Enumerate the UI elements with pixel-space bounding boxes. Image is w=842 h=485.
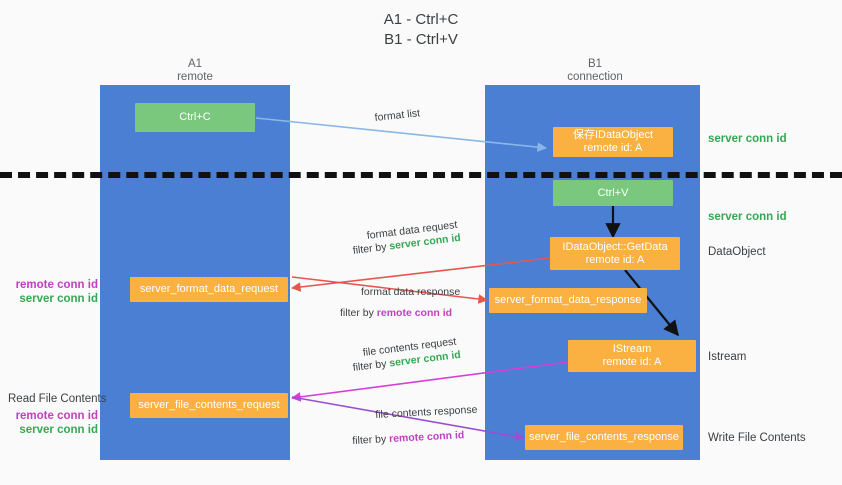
right-label-server-conn-id-top: server conn id — [708, 133, 787, 145]
edge-label-format-data-response-filter: filter by remote conn id — [340, 306, 452, 320]
title-line-2: B1 - Ctrl+V — [384, 31, 458, 48]
arrow-format-data-request — [291, 257, 551, 292]
node-ctrl-c[interactable]: Ctrl+C — [135, 103, 255, 132]
node-getdata-line2: remote id: A — [585, 253, 645, 266]
node-save-idataobject-line2: remote id: A — [583, 142, 643, 154]
left-label-read-file-contents: Read File Contents — [8, 393, 107, 405]
node-save-idataobject-line1: 保存IDataObject — [572, 129, 654, 141]
arrow-file-contents-response — [291, 396, 525, 442]
arrow-format-data-response — [291, 276, 488, 304]
node-server-file-contents-response-label: server_file_contents_response — [529, 431, 679, 443]
filter-prefix-2: filter by — [340, 307, 377, 319]
lane-a1-name: A1 — [187, 58, 203, 70]
left-label-group-format: remote conn id server conn id — [8, 278, 98, 306]
node-server-file-contents-request-label: server_file_contents_request — [138, 399, 280, 411]
edge-label-format-data-response: format data response — [361, 286, 461, 298]
node-server-format-data-response[interactable]: server_format_data_response — [489, 288, 647, 313]
lane-header-b1: B1 connection — [520, 58, 670, 84]
node-ctrl-v[interactable]: Ctrl+V — [553, 180, 673, 206]
left-label-server-conn-id-2: server conn id — [19, 424, 98, 436]
right-label-istream: Istream — [708, 351, 747, 363]
node-server-file-contents-response[interactable]: server_file_contents_response — [525, 425, 683, 450]
lane-b1-role: connection — [567, 71, 623, 83]
phase-divider — [0, 172, 842, 178]
node-server-file-contents-request[interactable]: server_file_contents_request — [130, 393, 288, 418]
lane-b1-name: B1 — [587, 58, 603, 70]
right-label-server-conn-id-mid: server conn id — [708, 211, 787, 223]
filter-value-remote-conn-id-2: remote conn id — [388, 429, 465, 446]
filter-prefix-4: filter by — [352, 433, 390, 447]
node-getdata-line1: IDataObject::GetData — [562, 240, 668, 253]
lane-a1-role: remote — [177, 71, 213, 83]
node-server-format-data-request-label: server_format_data_request — [139, 283, 279, 295]
node-server-format-data-request[interactable]: server_format_data_request — [130, 277, 288, 302]
arrow-getdata-to-istream — [624, 269, 679, 337]
arrow-file-contents-request — [291, 361, 569, 402]
filter-value-remote-conn-id-1: remote conn id — [376, 307, 453, 319]
page-title: A1 - Ctrl+C B1 - Ctrl+V — [0, 10, 842, 50]
node-server-format-data-response-label: server_format_data_response — [494, 294, 642, 306]
left-label-group-file: remote conn id server conn id — [8, 409, 98, 437]
left-label-remote-conn-id-2: remote conn id — [15, 410, 98, 422]
right-label-write-file-contents: Write File Contents — [708, 432, 806, 444]
right-label-dataobject: DataObject — [708, 246, 766, 258]
node-idataobject-getdata[interactable]: IDataObject::GetData remote id: A — [550, 237, 680, 270]
node-istream-line1: IStream — [612, 343, 652, 355]
left-label-remote-conn-id-1: remote conn id — [15, 279, 98, 291]
node-save-idataobject[interactable]: 保存IDataObject remote id: A — [553, 127, 673, 157]
lane-header-a1: A1 remote — [120, 58, 270, 84]
node-istream-line2: remote id: A — [602, 356, 662, 368]
node-ctrl-v-label: Ctrl+V — [597, 186, 629, 199]
left-label-server-conn-id-1: server conn id — [19, 293, 98, 305]
node-ctrl-c-label: Ctrl+C — [179, 111, 211, 123]
arrow-format-list — [255, 117, 547, 152]
node-istream[interactable]: IStream remote id: A — [568, 340, 696, 372]
title-line-1: A1 - Ctrl+C — [383, 11, 459, 28]
